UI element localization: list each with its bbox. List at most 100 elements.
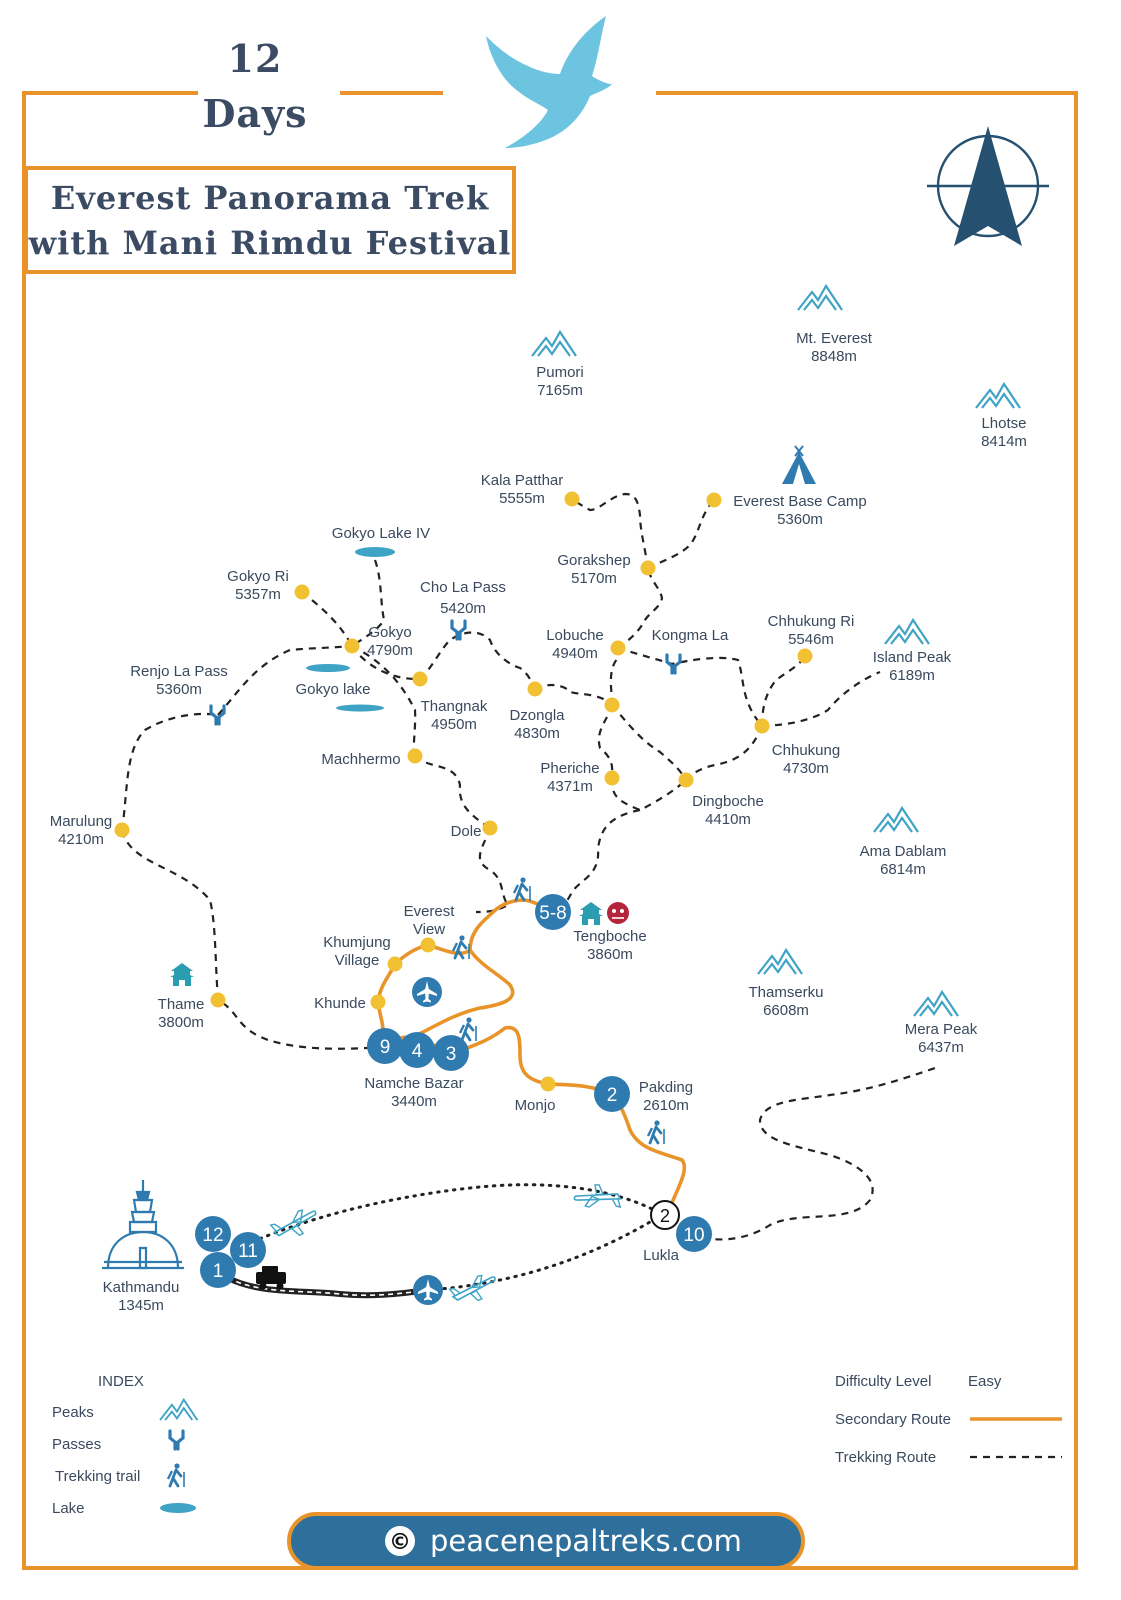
label-renjo-la: Renjo La Pass [130,663,228,680]
label-everest-view: Everest [404,903,456,920]
stop-day-5-8: 5-8 [535,894,571,930]
stop-day-11: 11 [230,1232,266,1268]
stop-number: 3 [446,1044,457,1065]
label-cho-la: Cho La Pass [420,579,506,596]
kathmandu-stupa-icon [102,1180,184,1270]
days-label: Days [202,91,307,136]
label-dingboche: Dingboche [692,793,764,810]
waypoint-kala-patthar [564,491,580,507]
label-chhukung-alt: 4730m [783,760,829,777]
label-ebc: Everest Base Camp [733,493,866,510]
label-thangnak-alt: 4950m [431,716,477,733]
index-hiker-icon [166,1462,186,1489]
tengboche-monastery-icon [579,902,603,925]
label-dzongla-alt: 4830m [514,725,560,742]
label-chhukung-ri-alt: 5546m [788,631,834,648]
peak-altitude: 6814m [880,861,926,878]
mani-rimdu-mask-icon [607,902,629,924]
stop-day-10: 10 [676,1216,712,1252]
days-count: 12 [228,36,283,81]
waypoint-monjo [540,1076,556,1092]
gokyo-lake-2-lake-icon [336,704,384,712]
label-renjo-la-alt: 5360m [156,681,202,698]
stop-number: 2 [607,1085,618,1106]
peak-name: Island Peak [873,649,952,666]
label-kala-patthar-alt: 5555m [499,490,545,507]
trekking-trail-icon [451,934,471,961]
label-gokyo: Gokyo [368,624,411,641]
secondary-route-label: Secondary Route [835,1411,951,1428]
label-pheriche: Pheriche [540,760,599,777]
label-thangnak: Thangnak [421,698,488,715]
waypoint-chhukung-ri [797,648,813,664]
index-legend: INDEX Peaks Passes Trekking trail Lake [52,1373,199,1517]
label-cho-la-alt: 5420m [440,600,486,617]
stop-number: 5-8 [539,903,566,924]
index-passes-label: Passes [52,1436,101,1453]
label-ebc-alt: 5360m [777,511,823,528]
label-kathmandu-alt: 1345m [118,1297,164,1314]
road-route [226,1275,429,1299]
waypoint-khunde [370,994,386,1010]
label-thame-alt: 3800m [158,1014,204,1031]
peak-pumori: Pumori 7165m [530,330,584,399]
label-gokyo-lake-iv: Gokyo Lake IV [332,525,430,542]
label-machhermo: Machhermo [321,751,400,768]
waypoint-dingboche [678,772,694,788]
peak-name: Mt. Everest [796,330,873,347]
website-link[interactable]: peacenepaltreks.com [430,1524,742,1558]
label-gokyo-alt: 4790m [367,642,413,659]
peak-altitude: 8848m [811,348,857,365]
label-gorakshep-alt: 5170m [571,570,617,587]
footer-website-banner[interactable]: © peacenepaltreks.com [287,1512,805,1570]
stop-day-4: 4 [399,1032,435,1068]
index-peak-icon [159,1398,199,1422]
label-dzongla: Dzongla [509,707,565,724]
peak-name: Pumori [536,364,584,381]
label-thame: Thame [158,996,205,1013]
peak-name: Thamserku [748,984,823,1001]
label-marulung: Marulung [50,813,113,830]
trekking-trail-icon [458,1016,478,1043]
peak-altitude: 6437m [918,1039,964,1056]
stop-day-2: 2 [594,1076,630,1112]
trek-title-line2: with Mani Rimdu Festival [28,224,512,262]
trekking-trail-icon [646,1119,666,1146]
label-chhukung: Chhukung [772,742,840,759]
base-camp-tent-icon [782,445,816,484]
label-pheriche-alt: 4371m [547,778,593,795]
thame-monastery-icon [170,963,194,986]
label-khumjung-2: Village [335,952,380,969]
index-lake-label: Lake [52,1500,85,1517]
stop-number: 4 [412,1041,423,1062]
label-lobuche: Lobuche [546,627,604,644]
waypoint-junction [604,697,620,713]
bird-logo-icon [486,16,612,148]
difficulty-label: Difficulty Level [835,1373,931,1390]
waypoint-machhermo [407,748,423,764]
north-compass-icon [927,126,1049,246]
difficulty-value: Easy [968,1373,1002,1390]
label-monjo: Monjo [515,1097,556,1114]
peak-altitude: 7165m [537,382,583,399]
cho-la-pass-icon [450,619,467,641]
stop-number: 11 [238,1241,258,1262]
peak-name: Ama Dablam [860,843,947,860]
stop-day-1: 1 [200,1252,236,1288]
stop-number: 2 [660,1206,670,1226]
stop-number: 10 [683,1225,704,1246]
peak-name: Mera Peak [905,1021,978,1038]
flight-icon [447,1272,500,1306]
index-trail-label: Trekking trail [55,1468,140,1485]
label-dingboche-alt: 4410m [705,811,751,828]
place-labels: Kala Patthar 5555m Everest Base Camp 536… [50,472,867,1314]
label-everest-view-2: View [413,921,445,938]
label-lobuche-alt: 4940m [552,645,598,662]
label-tengboche: Tengboche [573,928,646,945]
waypoint-chhukung [754,718,770,734]
peak-lhotse: Lhotse 8414m [974,382,1027,450]
lukla-marker: 2 [650,1200,680,1230]
waypoint-thame [210,992,226,1008]
waypoint-dzongla [527,681,543,697]
